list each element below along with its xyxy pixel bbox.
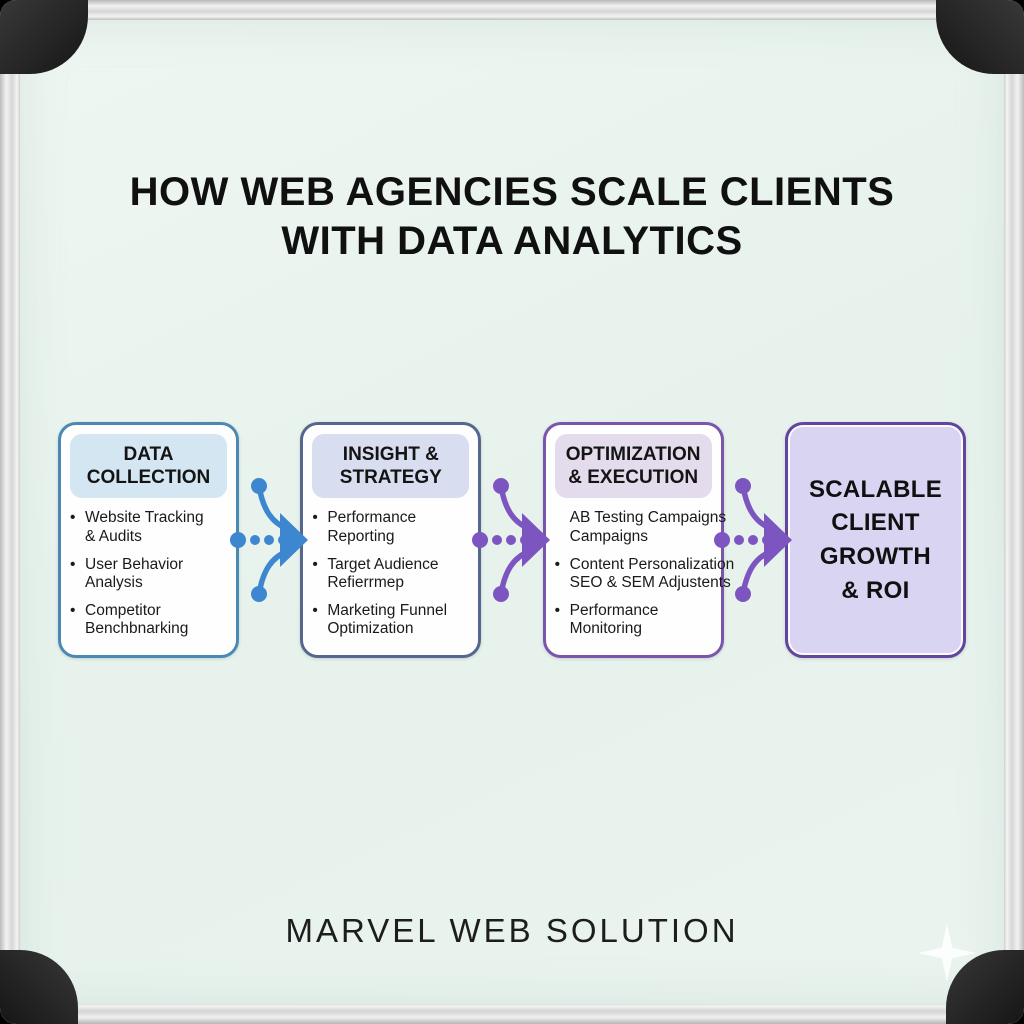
stage-title-line: COLLECTION <box>86 467 211 489</box>
stage-insight-strategy: INSIGHT & STRATEGY • Performance Reporti… <box>300 422 482 658</box>
item-text: Campaigns <box>569 527 649 545</box>
stage-scalable-growth: SCALABLE CLIENT GROWTH & ROI <box>784 422 966 658</box>
item-text: Refierrmep <box>327 574 404 592</box>
list-item: • Performance Monitoring <box>555 602 717 639</box>
stage-title-line: DATA <box>123 444 174 465</box>
frame-rail-bottom <box>0 1002 1024 1024</box>
bullet-icon <box>555 509 570 546</box>
item-text: & Audits <box>85 527 142 545</box>
stage-optimization-execution: OPTIMIZATION & EXECUTION AB Testing Camp… <box>542 422 735 658</box>
whiteboard-surface: HOW WEB AGENCIES SCALE CLIENTS WITH DATA… <box>20 20 1004 1004</box>
item-text: Competitor <box>85 601 161 619</box>
stage-item-list: • Performance Reporting • Target Audienc… <box>303 509 478 639</box>
frame-rail-left <box>0 0 21 1024</box>
list-item: AB Testing Campaigns Campaigns <box>555 509 727 546</box>
stage-data-collection: DATA COLLECTION • Website Tracking & Aud… <box>58 422 239 658</box>
dotted-arrow-icon <box>714 478 793 602</box>
item-text: SEO & SEM Adjustents <box>569 574 731 592</box>
item-text: Website Tracking <box>85 509 204 527</box>
frame-rail-top <box>0 0 1024 20</box>
stage-item-list: • Website Tracking & Audits • User Behav… <box>61 509 236 639</box>
brand-footer: MARVEL WEB SOLUTION <box>285 912 739 949</box>
list-item: • Competitor Benchbnarking <box>70 602 232 639</box>
flow-arrow-1 <box>229 422 308 658</box>
flow-arrow-3 <box>714 422 793 658</box>
list-item: • Target Audience Refierrmep <box>312 556 474 593</box>
stage-item-list: AB Testing Campaigns Campaigns • Content… <box>546 509 735 639</box>
bullet-icon: • <box>312 555 318 573</box>
item-text: User Behavior <box>85 555 184 573</box>
list-item: • Content Personalization SEO & SEM Adju… <box>554 555 735 593</box>
item-text: Analysis <box>85 574 143 592</box>
item-text: Reporting <box>327 527 395 545</box>
bullet-icon: • <box>70 509 76 527</box>
stage-header: OPTIMIZATION & EXECUTION <box>554 434 712 499</box>
item-text: Optimization <box>327 620 414 638</box>
page-title-line1: HOW WEB AGENCIES SCALE CLIENTS <box>129 170 895 214</box>
list-item: • Performance Reporting <box>312 509 474 546</box>
dotted-arrow-icon <box>229 478 308 602</box>
final-stage-label: SCALABLE CLIENT GROWTH & ROI <box>809 473 942 607</box>
final-line: GROWTH <box>819 543 932 570</box>
stage-title-line: OPTIMIZATION <box>565 444 701 465</box>
stage-title-line: INSIGHT & <box>342 444 439 465</box>
process-flow: DATA COLLECTION • Website Tracking & Aud… <box>58 422 966 658</box>
list-item: • Marketing Funnel Optimization <box>312 602 474 639</box>
stage-header: INSIGHT & STRATEGY <box>312 434 470 499</box>
item-text: Content Personalization <box>569 555 735 573</box>
page-title-line2: WITH DATA ANALYTICS <box>281 218 743 263</box>
item-text: Performance <box>569 601 659 619</box>
dotted-arrow-icon <box>471 478 550 602</box>
bullet-icon: • <box>70 555 76 573</box>
final-line: SCALABLE <box>808 475 943 503</box>
item-text: AB Testing Campaigns <box>569 509 727 527</box>
page-title: HOW WEB AGENCIES SCALE CLIENTS WITH DATA… <box>20 168 1004 266</box>
list-item: • User Behavior Analysis <box>70 556 232 593</box>
bullet-icon: • <box>554 601 561 619</box>
final-line: & ROI <box>841 576 910 604</box>
item-text: Performance <box>327 509 417 527</box>
bullet-icon: • <box>312 509 318 527</box>
bullet-icon: • <box>312 601 318 619</box>
stage-title-line: STRATEGY <box>339 467 442 489</box>
bullet-icon: • <box>70 601 76 619</box>
item-text: Target Audience <box>327 555 439 573</box>
frame-rail-right <box>1003 0 1024 1024</box>
item-text: Monitoring <box>569 620 643 638</box>
stage-title-line: & EXECUTION <box>568 467 699 489</box>
stage-header: DATA COLLECTION <box>70 434 227 499</box>
bullet-icon: • <box>554 555 561 573</box>
item-text: Marketing Funnel <box>327 601 448 619</box>
item-text: Benchbnarking <box>85 620 189 638</box>
list-item: • Website Tracking & Audits <box>70 509 232 546</box>
final-line: CLIENT <box>831 509 920 537</box>
flow-arrow-2 <box>471 422 550 658</box>
